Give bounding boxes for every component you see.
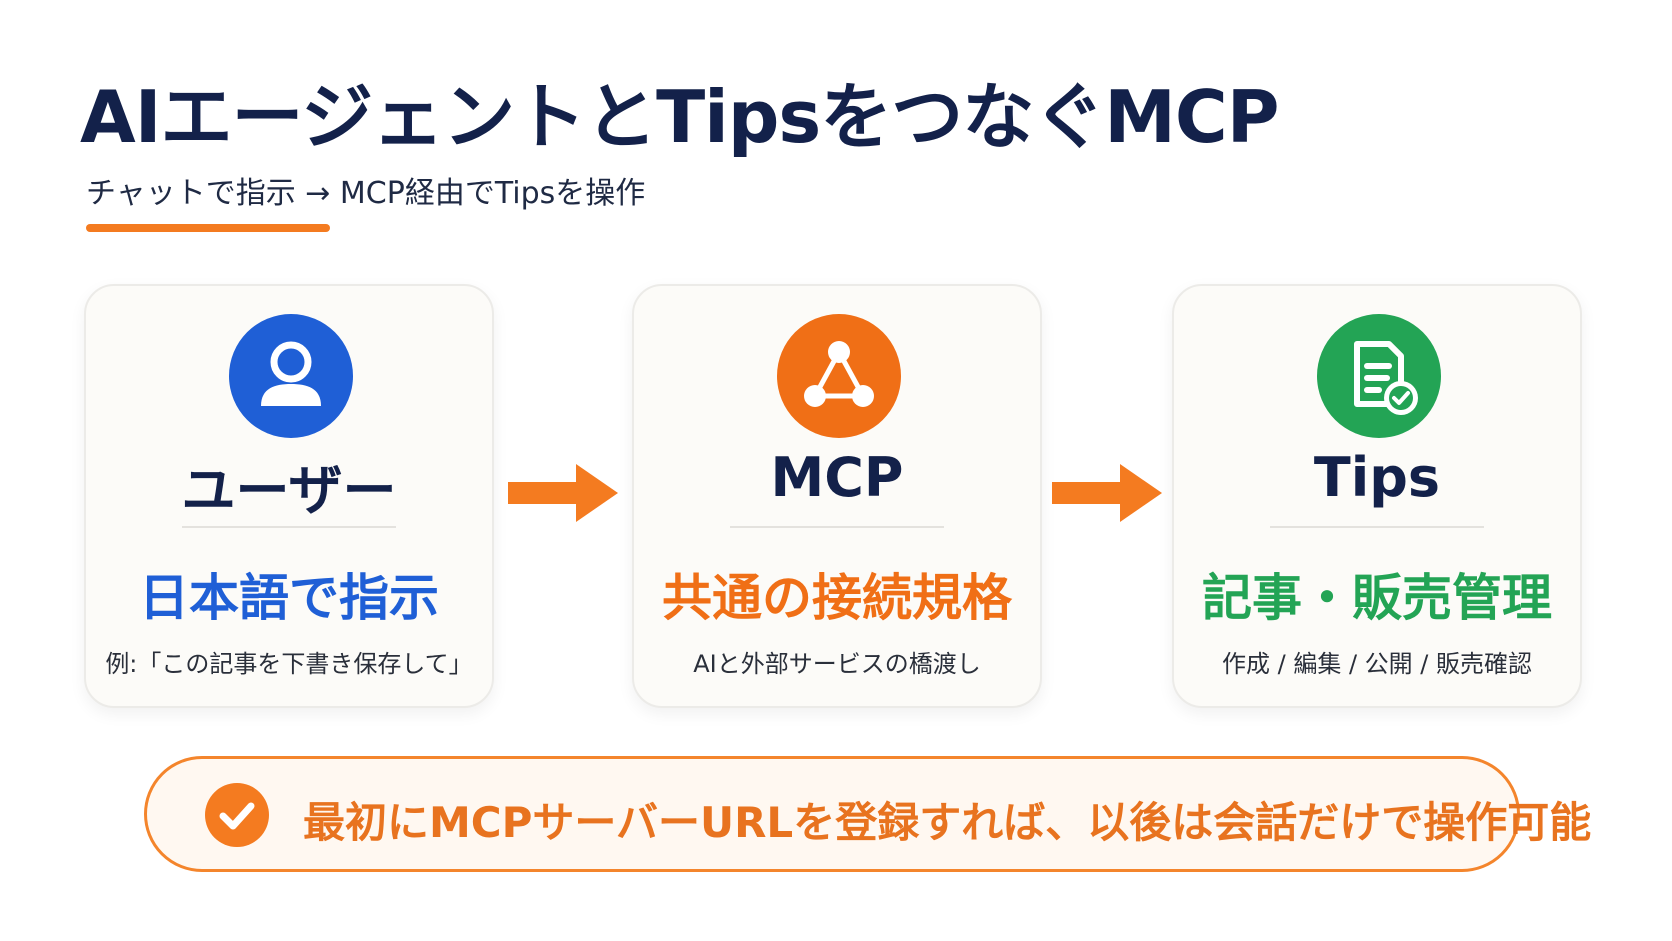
check-circle-icon (205, 783, 269, 847)
accent-underline (86, 224, 330, 232)
divider (182, 526, 396, 528)
divider (1270, 526, 1484, 528)
card-title: ユーザー (181, 459, 397, 522)
document-check-icon (1317, 314, 1441, 438)
card-feature: 記事・販売管理 (1202, 569, 1552, 627)
card-title: MCP (770, 446, 904, 509)
info-banner: 最初にMCPサーバーURLを登録すれば、以後は会話だけで操作可能 (144, 756, 1591, 872)
page-subtitle: チャットで指示 → MCP経由でTipsを操作 (86, 176, 646, 211)
card-description: 例:「この記事を下書き保存して」 (105, 650, 473, 678)
arrow-right-icon (1052, 460, 1164, 526)
arrow-right-icon (508, 460, 620, 526)
card-feature: 共通の接続規格 (662, 569, 1012, 627)
card-mcp: MCP 共通の接続規格 AIと外部サービスの橋渡し (632, 284, 1042, 708)
page-title: AIエージェントとTipsをつなぐMCP (80, 75, 1280, 159)
card-tips: Tips 記事・販売管理 作成 / 編集 / 公開 / 販売確認 (1172, 284, 1582, 708)
card-description: AIと外部サービスの橋渡し (693, 650, 981, 678)
card-description: 作成 / 編集 / 公開 / 販売確認 (1221, 650, 1533, 678)
divider (730, 526, 944, 528)
card-feature: 日本語で指示 (139, 569, 439, 627)
card-title: Tips (1313, 446, 1441, 509)
user-icon (229, 314, 353, 438)
network-icon (777, 314, 901, 438)
card-user: ユーザー 日本語で指示 例:「この記事を下書き保存して」 (84, 284, 494, 708)
banner-text: 最初にMCPサーバーURLを登録すれば、以後は会話だけで操作可能 (303, 798, 1592, 847)
